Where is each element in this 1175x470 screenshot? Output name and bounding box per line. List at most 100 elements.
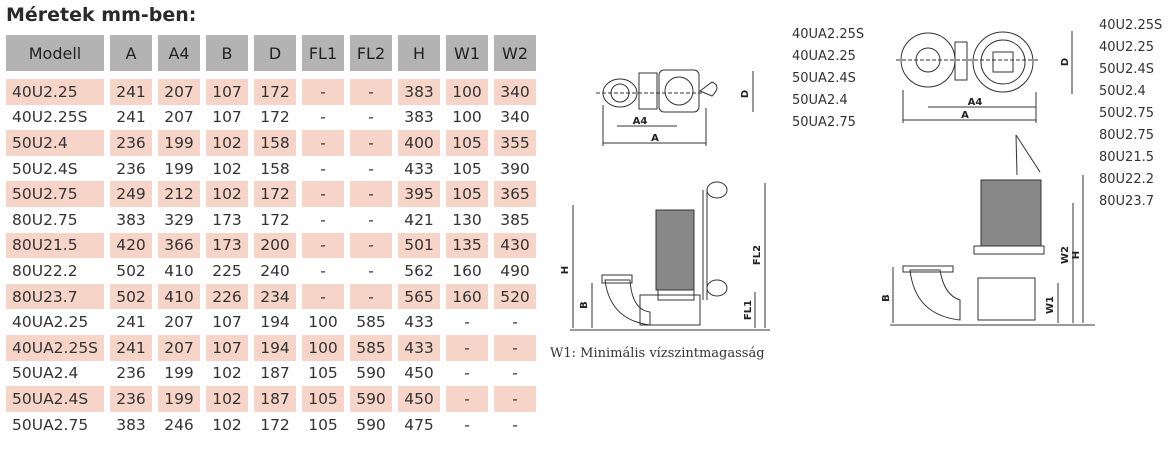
value-cell-fl2: 585 bbox=[356, 313, 386, 332]
value-cell-h: 433 bbox=[398, 334, 440, 361]
value-cell-b: 107 bbox=[206, 79, 248, 105]
column-header-a: A bbox=[110, 35, 152, 71]
value-cell-h: 433 bbox=[404, 313, 434, 332]
dim-label-b: B bbox=[881, 294, 892, 302]
model-list-item: 40UA2.25 bbox=[792, 49, 856, 64]
value-cell-a4: 199 bbox=[158, 130, 200, 156]
value-cell-fl1: - bbox=[320, 159, 326, 178]
dim-label-a4: A4 bbox=[968, 97, 983, 108]
value-cell-a4: 207 bbox=[164, 313, 194, 332]
value-cell-a: 236 bbox=[116, 364, 146, 383]
value-cell-a4: 199 bbox=[164, 159, 194, 178]
column-header-b: B bbox=[206, 35, 248, 71]
value-cell-w2: 340 bbox=[494, 79, 536, 105]
value-cell-d: 187 bbox=[260, 364, 290, 383]
value-cell-fl2: - bbox=[350, 130, 392, 156]
value-cell-d: 240 bbox=[260, 261, 290, 280]
value-cell-w1: - bbox=[446, 386, 488, 412]
model-list-item: 40U2.25S bbox=[1099, 18, 1163, 33]
value-cell-d: 172 bbox=[260, 210, 290, 229]
value-cell-fl2: - bbox=[350, 79, 392, 105]
value-cell-a: 241 bbox=[116, 313, 146, 332]
value-cell-d: 187 bbox=[254, 386, 296, 412]
model-cell: 40UA2.25 bbox=[12, 313, 89, 332]
value-cell-w2: 385 bbox=[500, 210, 530, 229]
dim-label-fl2: FL2 bbox=[752, 245, 763, 265]
value-cell-w1: - bbox=[464, 364, 470, 383]
value-cell-a4: 207 bbox=[164, 108, 194, 127]
model-cell: 80U23.7 bbox=[6, 283, 104, 310]
value-cell-fl1: - bbox=[320, 261, 326, 280]
value-cell-a: 502 bbox=[116, 261, 146, 280]
model-list-item: 50UA2.4S bbox=[792, 71, 856, 86]
model-list-item: 80U23.7 bbox=[1099, 194, 1155, 209]
model-cell: 50U2.75 bbox=[6, 181, 104, 207]
value-cell-b: 102 bbox=[206, 181, 248, 207]
value-cell-a: 241 bbox=[110, 334, 152, 361]
dim-label-d: D bbox=[740, 90, 751, 98]
value-cell-d: 172 bbox=[260, 108, 290, 127]
value-cell-d: 200 bbox=[254, 232, 296, 259]
value-cell-d: 158 bbox=[254, 130, 296, 156]
ua-dimension-lines bbox=[602, 71, 754, 146]
value-cell-w2: 340 bbox=[500, 108, 530, 127]
value-cell-h: 562 bbox=[404, 261, 434, 280]
value-cell-h: 395 bbox=[398, 181, 440, 207]
model-list-item: 50U2.75 bbox=[1099, 106, 1155, 121]
column-header-w1: W1 bbox=[446, 35, 488, 71]
model-cell: 80U22.2 bbox=[12, 261, 78, 280]
caption-w1: W1: Minimális vízszintmagasság bbox=[550, 346, 765, 361]
value-cell-a: 236 bbox=[110, 386, 152, 412]
value-cell-w1: 100 bbox=[452, 108, 482, 127]
value-cell-fl2: 590 bbox=[356, 364, 386, 383]
value-cell-fl2: - bbox=[350, 283, 392, 310]
value-cell-w1: 130 bbox=[452, 210, 482, 229]
value-cell-d: 172 bbox=[260, 415, 290, 434]
value-cell-h: 383 bbox=[404, 108, 434, 127]
value-cell-w1: 105 bbox=[452, 159, 482, 178]
value-cell-b: 107 bbox=[206, 334, 248, 361]
u-side-view-drawing bbox=[890, 134, 1095, 326]
dim-label-b: B bbox=[579, 301, 590, 309]
value-cell-h: 450 bbox=[404, 364, 434, 383]
value-cell-b: 102 bbox=[212, 159, 242, 178]
value-cell-b: 173 bbox=[206, 232, 248, 259]
value-cell-b: 107 bbox=[212, 108, 242, 127]
model-cell: 50UA2.4S bbox=[6, 386, 104, 412]
model-cell: 80U21.5 bbox=[6, 232, 104, 259]
value-cell-h: 400 bbox=[398, 130, 440, 156]
value-cell-fl1: 105 bbox=[308, 415, 338, 434]
column-header-d: D bbox=[254, 35, 296, 71]
model-cell: 50U2.4S bbox=[12, 159, 78, 178]
value-cell-h: 450 bbox=[398, 386, 440, 412]
value-cell-fl2: - bbox=[368, 108, 374, 127]
column-header-fl1: FL1 bbox=[302, 35, 344, 71]
value-cell-w1: - bbox=[446, 334, 488, 361]
value-cell-w2: 355 bbox=[494, 130, 536, 156]
value-cell-a4: 410 bbox=[164, 261, 194, 280]
value-cell-b: 226 bbox=[206, 283, 248, 310]
value-cell-w2: 390 bbox=[500, 159, 530, 178]
page-title: Méretek mm-ben: bbox=[6, 4, 197, 26]
value-cell-h: 501 bbox=[398, 232, 440, 259]
dim-label-fl1: FL1 bbox=[743, 300, 754, 320]
value-cell-d: 234 bbox=[254, 283, 296, 310]
model-cell: 40U2.25S bbox=[12, 108, 88, 127]
value-cell-fl2: - bbox=[350, 232, 392, 259]
dim-label-d: D bbox=[1060, 58, 1071, 66]
value-cell-fl1: - bbox=[302, 283, 344, 310]
value-cell-b: 102 bbox=[206, 386, 248, 412]
